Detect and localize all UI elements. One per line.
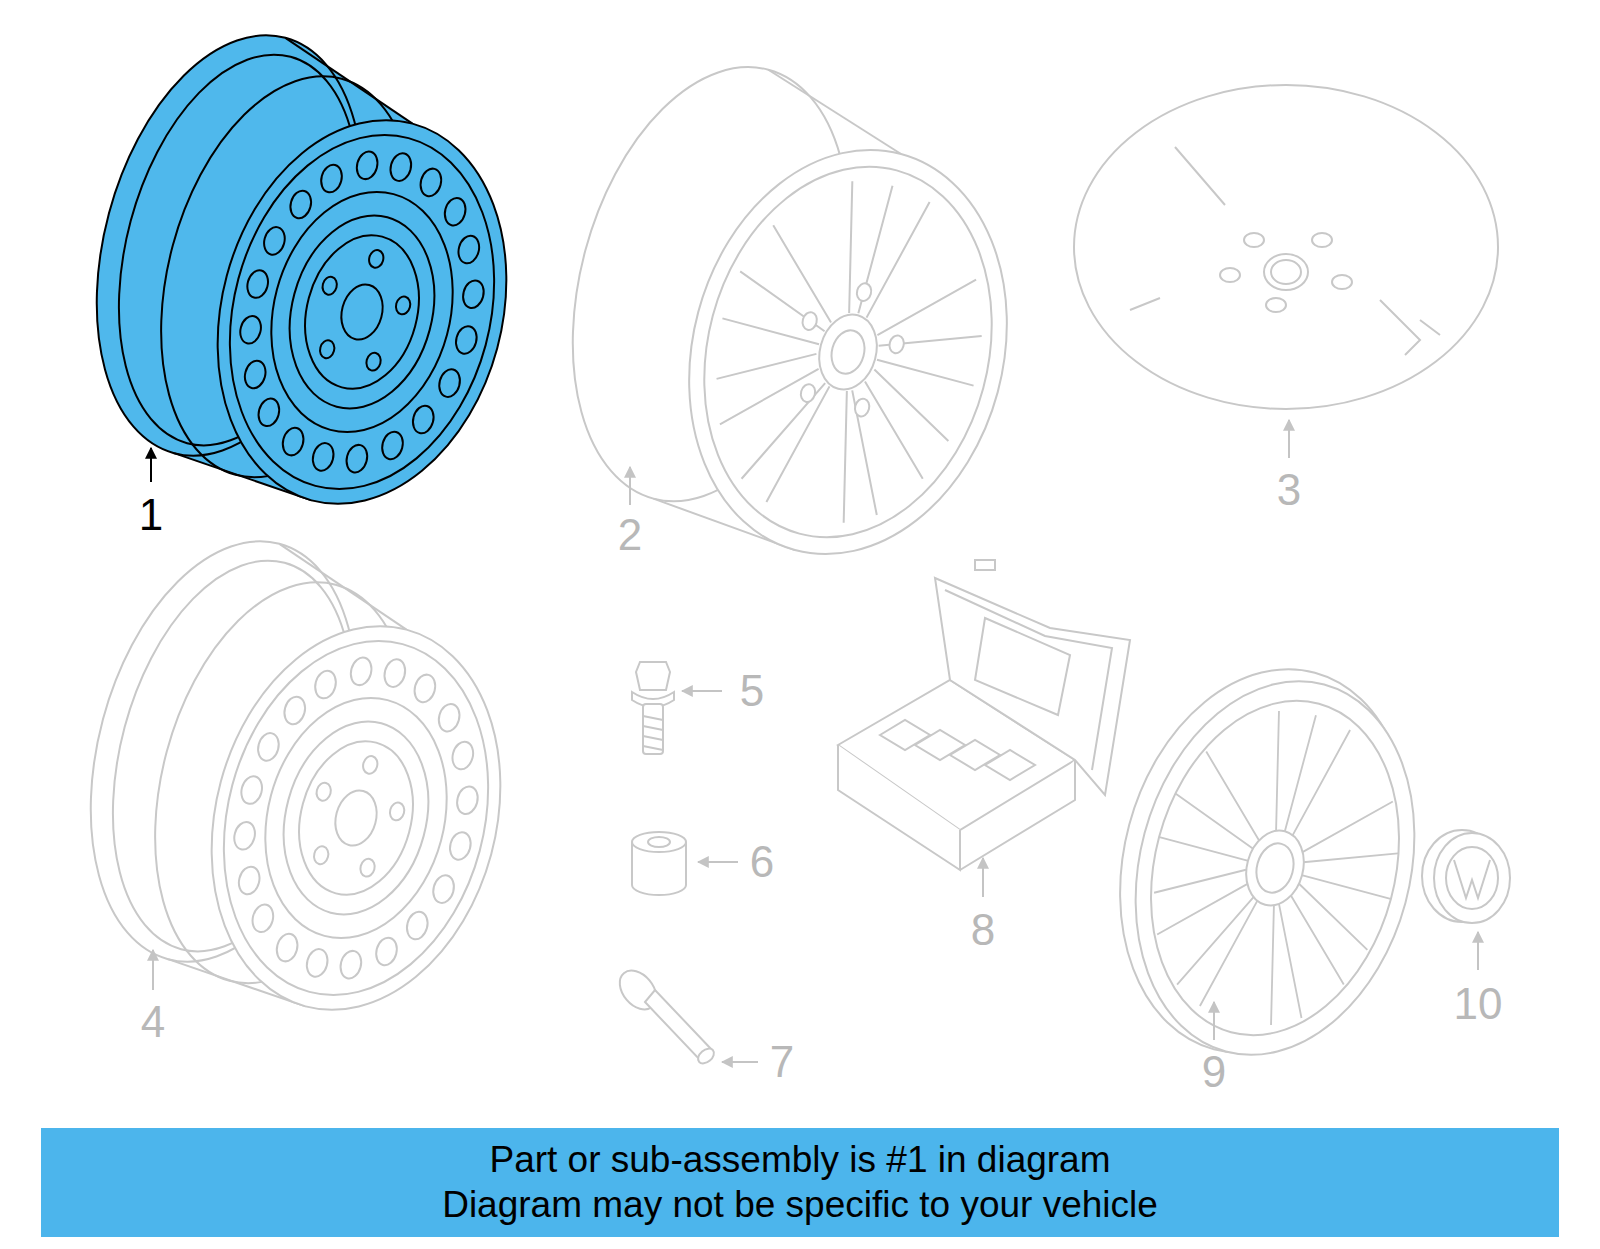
trim-disc bbox=[1074, 85, 1498, 409]
leader-arrow bbox=[629, 467, 631, 505]
leader-arrow bbox=[1288, 420, 1290, 458]
callout-number: 10 bbox=[1454, 982, 1503, 1026]
leader-arrow bbox=[698, 861, 738, 863]
wheel-nut bbox=[632, 832, 686, 895]
leader-arrow bbox=[682, 690, 722, 692]
alloy-wheel bbox=[524, 36, 1062, 590]
leader-arrow bbox=[152, 950, 154, 990]
center-cap bbox=[1422, 830, 1510, 923]
callout-number: 7 bbox=[770, 1040, 794, 1084]
callout-number: 1 bbox=[139, 493, 163, 537]
steel-wheel bbox=[45, 511, 555, 1042]
callout-number: 3 bbox=[1277, 468, 1301, 512]
steel-wheel-highlighted bbox=[51, 5, 561, 536]
callout-number: 4 bbox=[141, 1000, 165, 1044]
leader-arrow bbox=[982, 858, 984, 897]
note-text: Part or sub-assembly is #1 in diagram bbox=[489, 1138, 1110, 1182]
callout-number: 9 bbox=[1202, 1050, 1226, 1094]
callout-number: 2 bbox=[618, 513, 642, 557]
callout-number: 5 bbox=[740, 669, 764, 713]
leader-arrow bbox=[1477, 932, 1479, 970]
leader-arrow bbox=[722, 1061, 758, 1063]
note-text: Diagram may not be specific to your vehi… bbox=[442, 1183, 1158, 1227]
wheel-cover bbox=[1079, 636, 1457, 1087]
wheel-bolt bbox=[632, 662, 674, 754]
leader-arrow bbox=[150, 448, 152, 482]
caption-band: Part or sub-assembly is #1 in diagramDia… bbox=[41, 1128, 1559, 1237]
leader-arrow bbox=[1213, 1002, 1215, 1040]
callout-number: 8 bbox=[971, 908, 995, 952]
valve-stem bbox=[612, 964, 716, 1067]
tool-case bbox=[838, 560, 1130, 870]
callout-number: 6 bbox=[750, 840, 774, 884]
